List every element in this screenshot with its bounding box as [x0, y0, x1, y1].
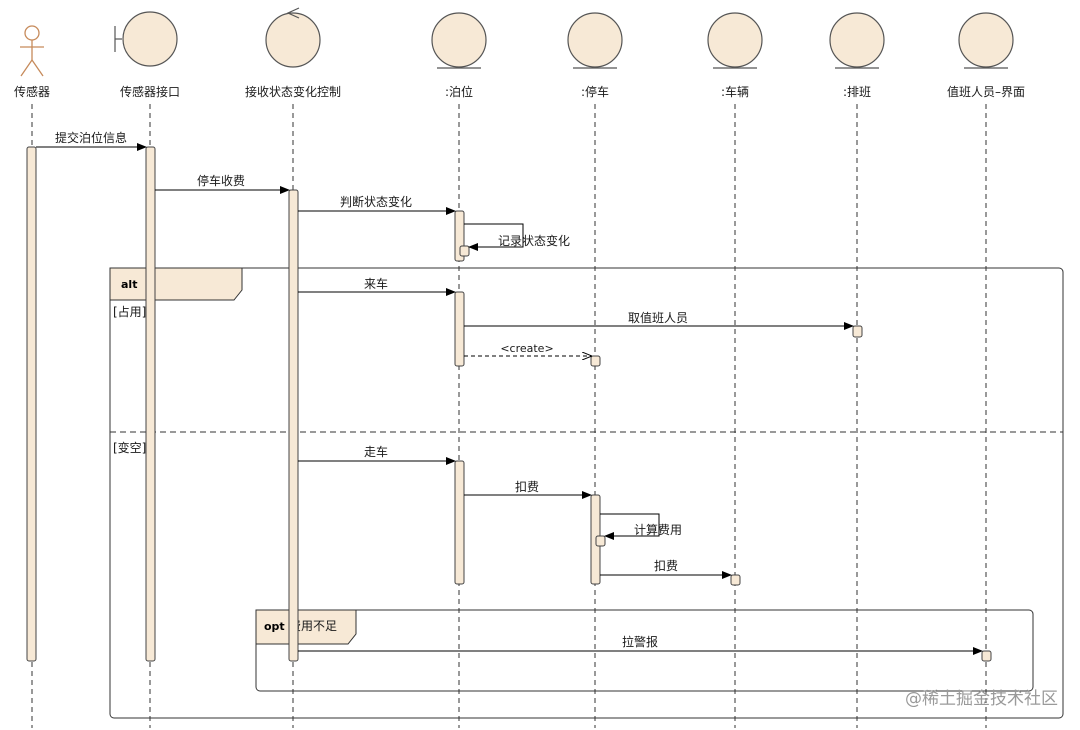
actor-icon	[20, 25, 44, 77]
message-label: 计算费用	[634, 522, 682, 537]
activation-bar	[459, 245, 470, 257]
lifelines	[31, 104, 987, 728]
activations	[26, 146, 992, 662]
guard-occupied: [占用]	[113, 304, 146, 319]
activation-bar	[145, 146, 156, 662]
alt-frame: alt [占用] [变空]	[109, 267, 1064, 719]
message-label: 拉警报	[622, 634, 658, 649]
opt-guard: 费用不足	[289, 619, 337, 633]
participant-label: :停车	[581, 84, 609, 99]
participant-berth: :泊位	[431, 12, 487, 99]
participant-control: 接收状态变化控制	[245, 7, 341, 99]
message-label: 记录状态变化	[498, 233, 570, 248]
activation-bar	[26, 146, 37, 662]
activation-bar	[981, 650, 992, 662]
participant-boundary: 传感器接口	[114, 11, 180, 99]
alt-keyword: alt	[121, 278, 137, 291]
alt-frame-tab	[109, 267, 243, 301]
message-label: <create>	[500, 342, 553, 355]
activation-bar	[288, 189, 299, 662]
entity-icon	[707, 12, 763, 69]
participant-actor: 传感器	[14, 25, 50, 99]
message-label: 判断状态变化	[340, 194, 412, 209]
entity-icon	[567, 12, 623, 69]
activation-bar	[454, 291, 465, 367]
self-message-arrow	[464, 223, 524, 251]
opt-keyword: opt	[264, 620, 285, 633]
message-labels: 提交泊位信息 停车收费 判断状态变化 记录状态变化 来车 取值班人员 <crea…	[55, 130, 688, 649]
guard-vacant: [变空]	[113, 440, 146, 455]
opt-frame-tab	[255, 609, 357, 645]
activation-bar	[454, 460, 465, 585]
participant-label: :泊位	[445, 84, 473, 99]
activation-bar	[852, 325, 863, 338]
entity-icon	[829, 12, 885, 69]
participant-label: 传感器接口	[120, 84, 180, 99]
entity-icon	[431, 12, 487, 69]
control-icon	[265, 7, 321, 68]
watermark: @稀土掘金技术社区	[905, 689, 1058, 709]
message-label: 取值班人员	[628, 310, 688, 325]
participant-label: :车辆	[721, 84, 749, 99]
activation-bar	[730, 574, 741, 586]
messages	[36, 143, 983, 655]
participant-label: 接收状态变化控制	[245, 84, 341, 99]
participant-vehicle: :车辆	[707, 12, 763, 99]
participant-label: :排班	[843, 85, 871, 99]
message-label: 停车收费	[197, 173, 245, 188]
entity-icon	[958, 12, 1014, 69]
message-label: 扣费	[515, 480, 539, 494]
message-label: 走车	[364, 444, 388, 459]
message-label: 扣费	[654, 559, 678, 573]
boundary-icon	[114, 11, 178, 67]
participant-label: 传感器	[14, 84, 50, 99]
participant-duty: 值班人员–界面	[947, 12, 1025, 99]
message-label: 来车	[364, 276, 388, 291]
participant-schedule: :排班	[829, 12, 885, 99]
activation-bar	[590, 355, 601, 367]
opt-frame: opt 费用不足	[255, 609, 1034, 692]
activation-bar	[595, 535, 606, 547]
participant-parking: :停车	[567, 12, 623, 99]
self-message-arrow	[600, 513, 660, 540]
participant-label: 值班人员–界面	[947, 84, 1025, 99]
message-label: 提交泊位信息	[55, 130, 127, 145]
